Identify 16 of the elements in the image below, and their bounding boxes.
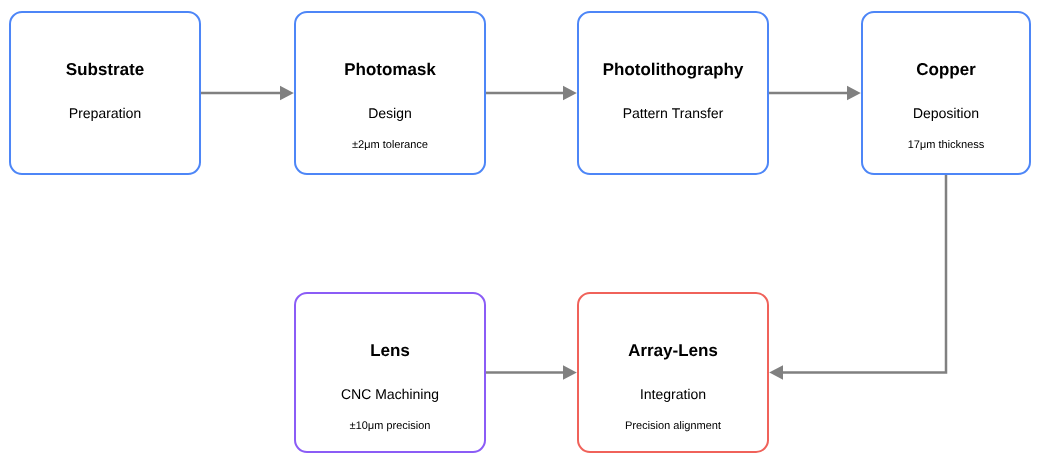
subtitle-text: Preparation bbox=[69, 107, 141, 121]
subtitle-text: CNC Machining bbox=[341, 388, 439, 402]
detail-text: Precision alignment bbox=[625, 421, 721, 432]
detail-text: ±2μm tolerance bbox=[352, 140, 428, 151]
heading-text: Lens bbox=[371, 344, 410, 357]
subtitle-text: Design bbox=[369, 107, 411, 121]
subtitle-text: Integration bbox=[641, 388, 706, 402]
heading-text: Array-Lens bbox=[628, 344, 718, 360]
heading-text: Photomask bbox=[345, 62, 436, 76]
heading-text: Photolithography bbox=[603, 62, 744, 79]
subtitle-text: Pattern Transfer bbox=[623, 107, 724, 119]
detail-text: ±10μm precision bbox=[349, 421, 430, 432]
heading-text: Copper bbox=[916, 63, 976, 79]
subtitle-text: Deposition bbox=[914, 107, 979, 121]
heading-text: Substrate bbox=[66, 62, 144, 76]
detail-text: 17μm thickness bbox=[908, 140, 984, 151]
